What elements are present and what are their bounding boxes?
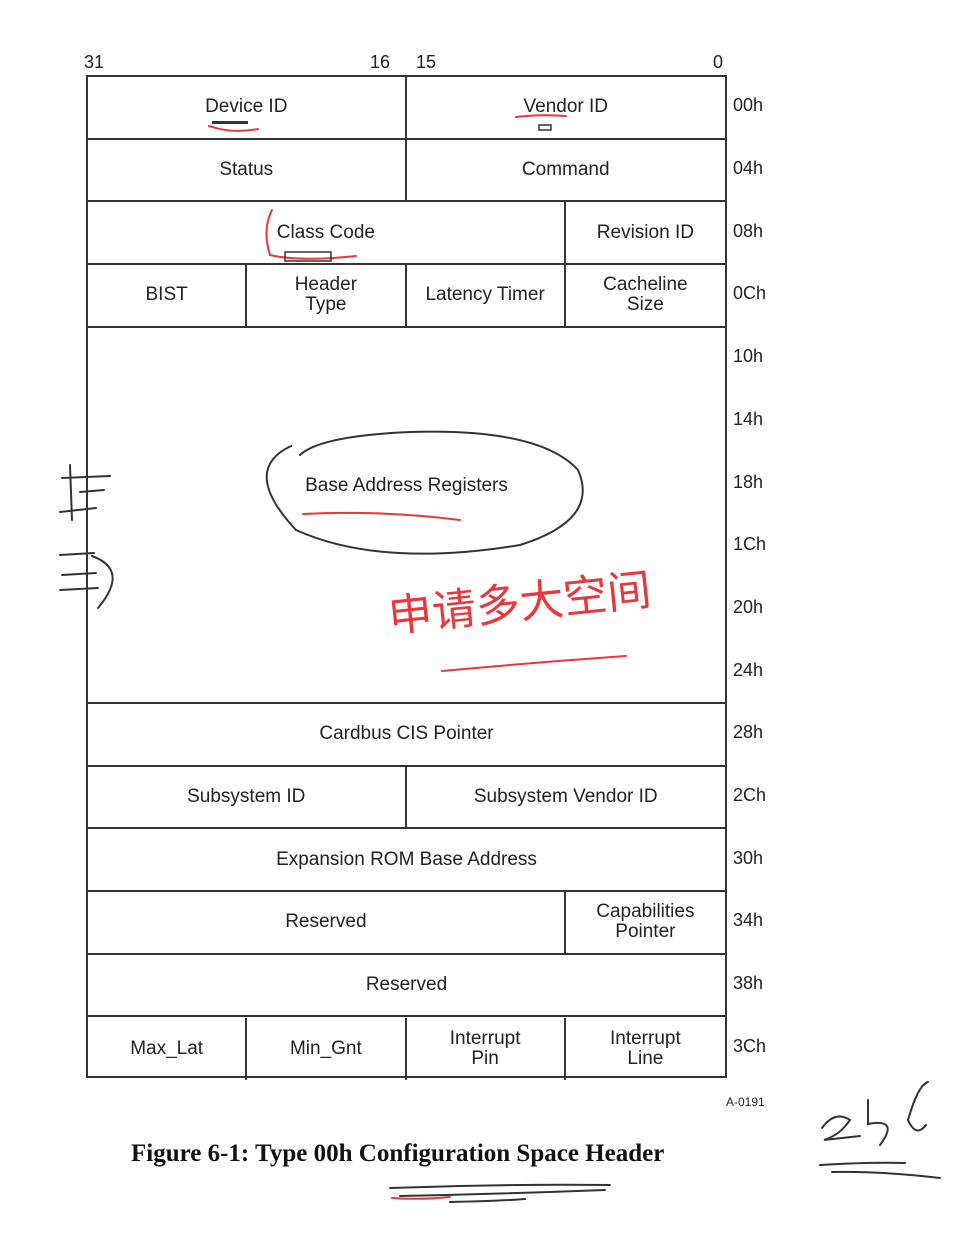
offset-label: 3Ch — [733, 1035, 767, 1056]
register-field: Device ID — [88, 77, 407, 138]
register-field: Subsystem Vendor ID — [473, 786, 658, 808]
offset-label: 1Ch — [733, 534, 767, 555]
offset-label: 28h — [733, 722, 764, 743]
offset-label: 0Ch — [733, 283, 767, 304]
offset-label: 24h — [733, 659, 764, 680]
register-field: Class Code — [88, 202, 566, 264]
register-field: Command — [521, 159, 610, 181]
offset-label: 14h — [733, 408, 764, 429]
offset-label: 18h — [733, 471, 764, 492]
offset-label: 2Ch — [733, 785, 767, 806]
offset-label: 04h — [733, 158, 764, 179]
register-row: Status Command — [88, 139, 725, 203]
register-field: Expansion ROM Base Address — [276, 848, 537, 870]
register-row: Expansion ROM Base Address — [88, 829, 725, 893]
offset-label: 08h — [733, 220, 764, 241]
register-field: Reserved — [365, 974, 448, 996]
register-row: Class Code Revision ID — [88, 202, 725, 266]
register-field: Vendor ID — [523, 96, 609, 118]
offset-label: 34h — [733, 910, 764, 931]
register-field: Revision ID — [596, 221, 694, 243]
bit-label-31: 31 — [84, 52, 105, 72]
register-field: Cardbus CIS Pointer — [319, 723, 494, 745]
offset-label: 20h — [733, 596, 764, 617]
bit-label-16: 16 — [370, 52, 391, 72]
register-field: Max_Lat — [88, 1017, 248, 1081]
register-field: Subsystem ID — [88, 766, 407, 828]
register-row: Subsystem ID Subsystem Vendor ID — [88, 766, 725, 830]
offset-label: 10h — [733, 346, 764, 367]
register-field: Status — [88, 139, 407, 201]
base-address-registers-block: Base Address Registers — [88, 328, 725, 704]
offset-label: 38h — [733, 973, 764, 994]
register-row: Cardbus CIS Pointer — [88, 704, 725, 767]
figure-caption: Figure 6-1: Type 00h Configuration Space… — [131, 1140, 665, 1167]
register-field: Min_Gnt — [247, 1017, 407, 1081]
bit-label-0: 0 — [713, 52, 724, 72]
register-field: Reserved — [88, 892, 566, 953]
offset-label: 00h — [733, 95, 764, 116]
offset-label: 30h — [733, 847, 764, 868]
register-field: BIST — [88, 265, 248, 326]
figure-id: A-0191 — [726, 1095, 765, 1109]
register-row: Reserved — [88, 955, 725, 1018]
register-field: Latency Timer — [407, 265, 566, 326]
register-field: Base Address Registers — [305, 474, 508, 496]
register-row: Device ID Vendor ID — [88, 77, 725, 140]
bit-label-15: 15 — [416, 52, 437, 72]
